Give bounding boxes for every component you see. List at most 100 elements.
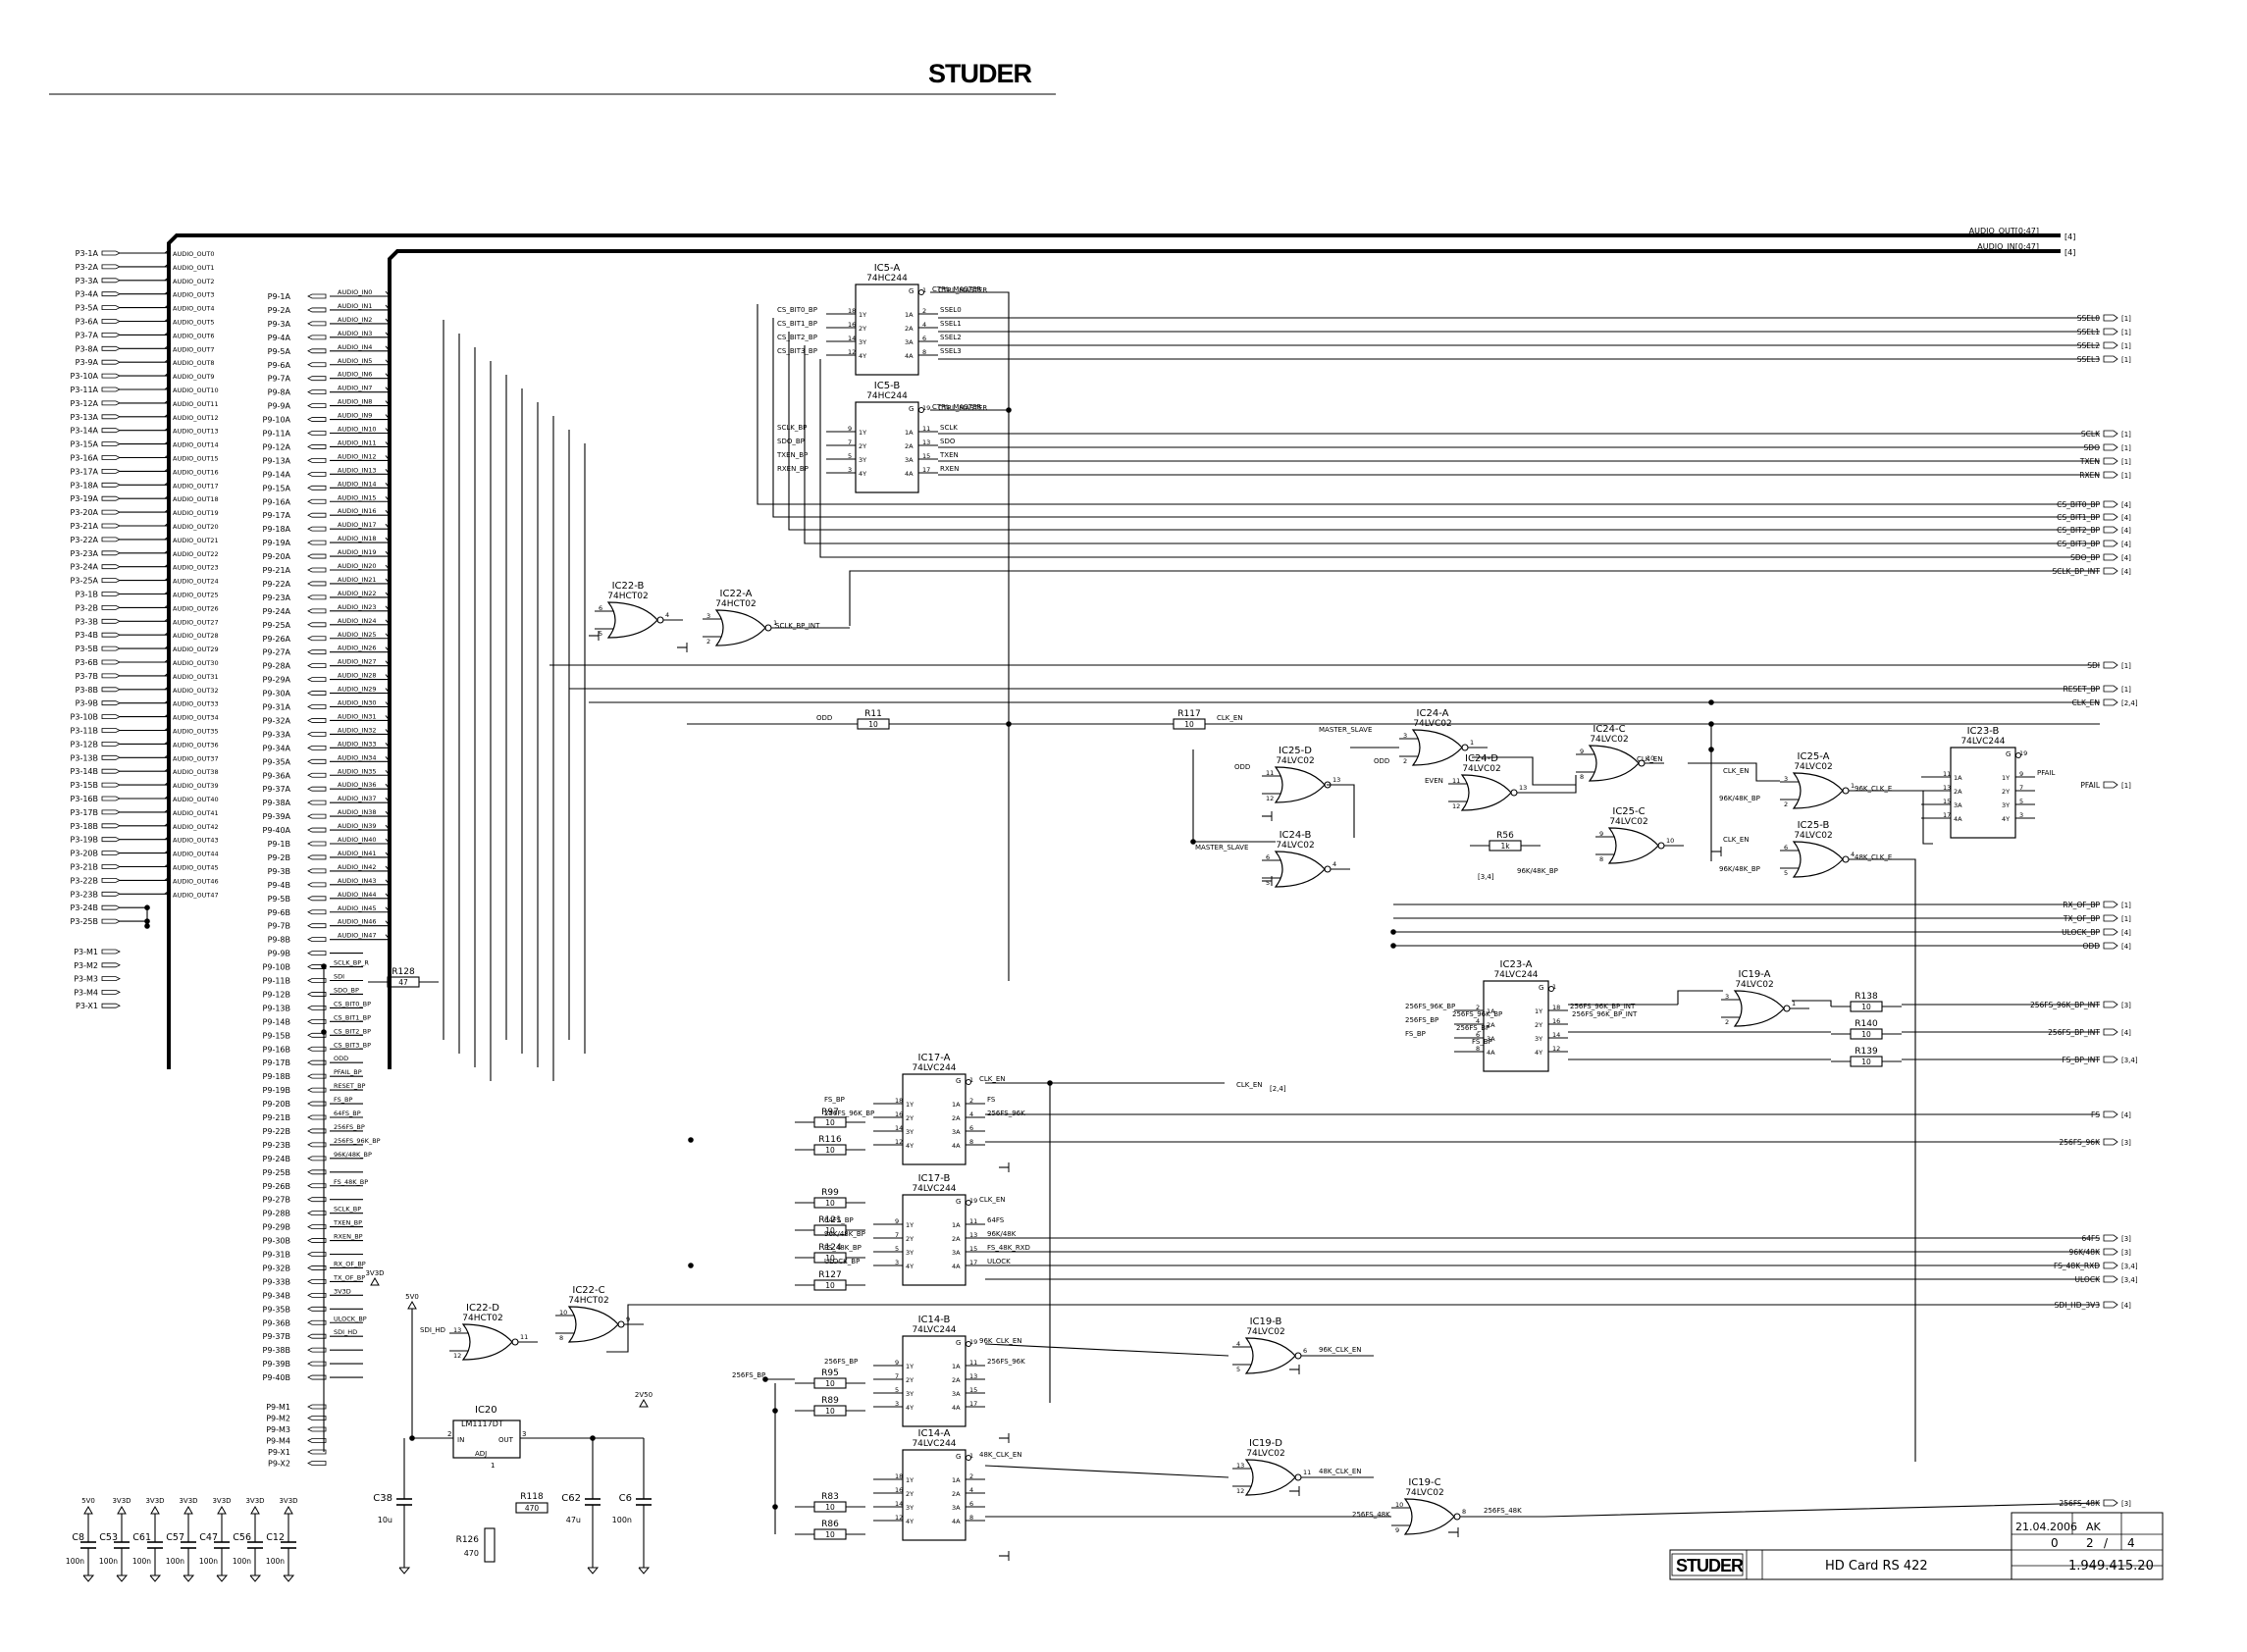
wire [984, 1465, 1229, 1478]
net-label: ULOCK [987, 1258, 1011, 1265]
off-page-port [2103, 685, 2118, 693]
p9-pin-label: P9-38B [263, 1346, 290, 1355]
net-label: 256FS_96K_BP [1405, 1003, 1455, 1010]
p3-pin-label: P3-7B [76, 672, 98, 681]
port-label: CS_BIT0_BP [2057, 500, 2100, 509]
connector-pin [307, 1449, 327, 1455]
pin-number: 10 [559, 1309, 567, 1316]
pin-name: 4A [1954, 815, 1962, 823]
pin-number: 18 [895, 1097, 903, 1105]
junction-dot [688, 1137, 694, 1143]
bus-member-label: AUDIO_OUT21 [173, 537, 219, 544]
connector-pin [307, 1265, 327, 1270]
net-label: 64FS_BP [824, 1216, 854, 1224]
pin-name: 1Y [906, 1363, 914, 1370]
net-label: CLK_EN [1723, 836, 1750, 844]
net-label: FS_BP [1405, 1030, 1426, 1038]
p9-pin-label: P9-34B [263, 1291, 290, 1300]
connector-pin [307, 1333, 327, 1339]
port-label: CS_BIT1_BP [2057, 513, 2100, 522]
gate-part: 74LVC02 [1735, 980, 1773, 990]
pin-name: 2A [1954, 788, 1962, 796]
port-label: 256FS_48K [2060, 1499, 2102, 1508]
chip-part: 74LVC244 [912, 1184, 956, 1194]
bus-member-label: AUDIO_IN20 [338, 562, 377, 570]
resistor-ref: R116 [818, 1135, 842, 1145]
p9-pin-label: P9-24A [263, 607, 291, 616]
pin-name: 2Y [2002, 788, 2010, 796]
cap-ref: C12 [266, 1532, 285, 1543]
junction-dot [1006, 721, 1012, 727]
connector-pin [307, 622, 327, 628]
off-page-port [2103, 1234, 2118, 1242]
bus-member-label: AUDIO_OUT33 [173, 700, 219, 708]
connector-pin [101, 768, 121, 774]
bus-member-label: AUDIO_OUT25 [173, 592, 219, 599]
net-label: SDO [940, 438, 956, 445]
bus-member-label: AUDIO_IN28 [338, 672, 377, 680]
pin-number: 6 [1476, 1031, 1480, 1039]
bus-member-label: AUDIO_IN21 [338, 576, 377, 584]
port-label: FS_BP_INT [2062, 1056, 2100, 1064]
net-label: CS_BIT3_BP [334, 1041, 371, 1049]
p9-pin-label: P9-4B [268, 881, 290, 890]
bus-member-label: AUDIO_IN46 [338, 918, 377, 926]
connector-pin [101, 878, 121, 883]
p9-pin-label: P9-40B [263, 1373, 290, 1382]
p3-pin-label: P3-25A [71, 577, 99, 586]
pin-number: 7 [848, 439, 852, 446]
net-label: CS_BIT2_BP [334, 1027, 371, 1035]
pin-number: 4 [969, 1110, 973, 1118]
connector-pin [307, 335, 327, 340]
p3-pin-label: P3-20B [71, 850, 98, 858]
p9-pin-label: P9-9A [268, 402, 291, 411]
connector-pin [307, 1087, 327, 1093]
bus-member-label: AUDIO_IN27 [338, 658, 377, 666]
p3-pin-label: P3-25B [71, 917, 98, 926]
net-label: FS_48K_BP [824, 1244, 862, 1252]
bus-member-label: AUDIO_IN9 [338, 412, 372, 420]
net-label: SDI [334, 973, 344, 981]
port-ref: [1] [2121, 315, 2131, 323]
pin-number: 1 [1470, 739, 1474, 747]
bus-member-label: AUDIO_OUT19 [173, 509, 219, 517]
pin-number: 19 [2019, 749, 2027, 757]
p3-pin-label: P3-5B [76, 645, 98, 653]
pin-name: 1A [905, 311, 914, 319]
bus-member-label: AUDIO_OUT31 [173, 673, 219, 681]
connector-pin [101, 673, 121, 679]
port-ref: [1] [2121, 686, 2131, 694]
pin-name: 2A [905, 325, 914, 333]
net-label: SSEL1 [940, 320, 962, 328]
wire [1677, 990, 1723, 1005]
off-page-port [2103, 901, 2118, 908]
chip-part: 74LVC244 [1960, 737, 2005, 747]
pin-number: 13 [1943, 784, 1951, 792]
p9-pin-label: P9-34A [263, 744, 291, 752]
bus-member-label: AUDIO_IN40 [338, 836, 377, 844]
rail-label: 3V3D [365, 1269, 384, 1277]
pin-number: 3 [1784, 775, 1788, 783]
pin-number: 13 [922, 439, 930, 446]
connector-pin [307, 1156, 327, 1162]
connector-pin [307, 512, 327, 518]
chip-ref: IC23-B [1967, 726, 2000, 737]
pin-number: 17 [922, 466, 930, 474]
connector-pin [101, 387, 121, 392]
port-ref: [1] [2121, 329, 2131, 336]
title-sheet: 2 [2086, 1536, 2094, 1550]
gate-part: 74LVC02 [1609, 817, 1647, 827]
bus-member-label: AUDIO_OUT15 [173, 455, 219, 463]
net-label: RXEN_BP [777, 465, 809, 473]
off-page-port [2103, 1248, 2118, 1256]
p9-pin-label: P9-17B [263, 1058, 290, 1067]
bus-in-ref: [4] [2064, 248, 2075, 257]
connector-pin [307, 827, 327, 833]
pin-number: 3 [2019, 811, 2023, 819]
port-ref: [3] [2121, 1500, 2131, 1508]
